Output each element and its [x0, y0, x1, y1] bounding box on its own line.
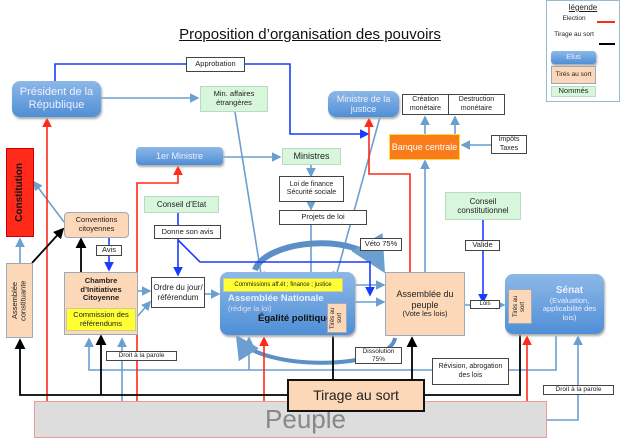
an-tires-node: Tirés au sort: [327, 303, 347, 333]
banque-centrale-node: Banque centrale: [389, 134, 460, 160]
an-label: Assemblée Nationale: [228, 293, 324, 304]
loi-finance-label: Loi de finance Sécurité sociale: [279, 176, 344, 202]
senat-sub: (Evaluation, applicabilité des lois): [542, 295, 597, 323]
ministres-node: Ministres: [282, 148, 341, 165]
legend-title: légende: [568, 3, 598, 12]
destruction-monetaire-label: Destruction monétaire: [448, 94, 505, 115]
dissolution-label: Dissolution 75%: [355, 347, 402, 364]
commissions-node: Commissions aff.ét ; finance ; justice: [223, 278, 343, 292]
conseil-etat-node: Conseil d’Etat: [144, 196, 219, 213]
senat-tires-node: Tirés au sort: [508, 289, 532, 324]
veto-label: Véto 75%: [360, 238, 402, 251]
min-affaires-node: Min. affaires étrangères: [200, 86, 268, 112]
assemblee-peuple-node: Assemblée du peuple (Vote les lois): [385, 272, 465, 336]
conventions-node: Conventions citoyennes: [64, 212, 129, 238]
avis-label: Avis: [96, 245, 122, 256]
constitution-label: Constitution: [14, 163, 26, 222]
donne-avis-label: Donne son avis: [154, 225, 221, 239]
legend-elus: Elus: [551, 51, 596, 64]
premier-ministre-node: 1er Ministre: [136, 147, 223, 165]
president-node: Président de la République: [12, 81, 101, 117]
legend-election: Election: [562, 15, 586, 22]
lois-label: Lois: [470, 300, 500, 309]
impots-label: Impôts Taxes: [491, 135, 527, 154]
chambre-label: Chambre d’Initiatives Citoyenne: [80, 276, 122, 303]
senat-label: Sénat: [555, 285, 584, 297]
ap-sub: (Vote les lois): [402, 309, 448, 319]
ap-label: Assemblée du peuple: [396, 289, 454, 310]
ordre-du-jour-node: Ordre du jour/ référendum: [151, 277, 205, 308]
an-sub: (rédige la loi): [228, 303, 272, 313]
page-title: Proposition d’organisation des pouvoirs: [179, 26, 441, 43]
droit-parole-left: Droit à la parole: [106, 351, 177, 361]
creation-monetaire-label: Création monétaire: [402, 94, 449, 115]
red-arrow-icon: [597, 21, 615, 23]
approbation-label: Approbation: [186, 57, 245, 72]
valide-label: Valide: [465, 240, 500, 251]
constituante-label: Assemblée constituante: [9, 280, 28, 321]
constitution-node: Constitution: [6, 148, 34, 237]
egalite-label: Égalité politique: [258, 312, 332, 324]
legend-nommes: Nommés: [551, 86, 596, 97]
droit-parole-right: Droit à la parole: [543, 385, 614, 395]
conseil-constitutionnel-node: Conseil constitutionnel: [445, 192, 521, 220]
black-arrow-icon: [599, 43, 615, 45]
ministre-justice-node: Ministre de la justice: [328, 91, 399, 117]
legend: légende Election Tirage au sort Elus Tir…: [546, 0, 620, 102]
assemblee-constituante-node: Assemblée constituante: [6, 263, 33, 338]
senat-tires-label: Tirés au sort: [513, 295, 526, 318]
commission-referendums-node: Commission des référendums: [66, 308, 136, 331]
revision-label: Révision, abrogation des lois: [432, 358, 509, 385]
legend-tires: Tirés au sort: [551, 66, 596, 84]
legend-tirage: Tirage au sort: [554, 31, 594, 38]
an-tires-label: Tirés au sort: [330, 307, 343, 329]
projets-loi-label: Projets de loi: [279, 210, 367, 225]
tirage-au-sort-node: Tirage au sort: [287, 379, 425, 412]
